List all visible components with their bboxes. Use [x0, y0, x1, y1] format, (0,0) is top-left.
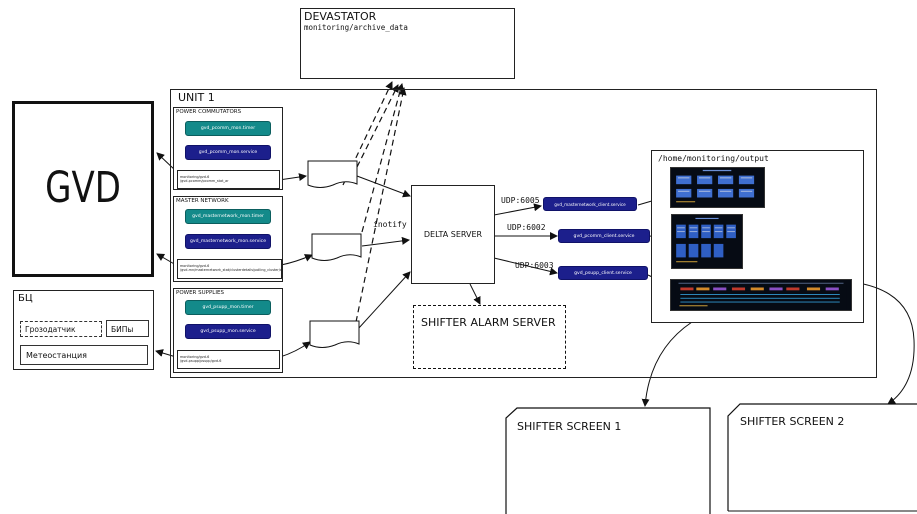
archive-arrow-2 [342, 81, 393, 186]
doc3-to-delta [357, 271, 411, 330]
ps-file-line-1: monitoring/gvd-6 [180, 355, 210, 359]
meteostation-label: Метеостанция [26, 351, 87, 360]
mn-service-unit[interactable]: gvd_masternetwork_mon.service [185, 234, 271, 249]
inotify-label: inotify [373, 220, 407, 229]
power-commutators-title: POWER COMMUTATORS [176, 109, 242, 115]
output-to-screen1 [641, 321, 693, 407]
delta-server-label: DELTA SERVER [423, 230, 483, 239]
devastator-box: DEVASTATOR monitoring/archive_data [300, 8, 515, 79]
doc-icon-mn [311, 233, 362, 261]
power-supplies-title: POWER SUPPLIES [176, 290, 224, 296]
doc-icon-ps [309, 320, 360, 348]
udp-port-6003: UDP:6003 [515, 261, 554, 270]
udp-port-6002: UDP:6002 [507, 223, 546, 232]
arrow-to-gvd-2 [156, 253, 177, 266]
output-path: /home/monitoring/output [658, 154, 769, 163]
bc-box: БЦ Грозодатчик БИПы Метеостанция [13, 290, 154, 370]
meteostation-box: Метеостанция [20, 345, 148, 365]
mn-file-line-1: monitoring/gvd-6 [180, 264, 210, 268]
ps-file-line-2: /gvd-psupp/psupp/gvd-6 [180, 359, 222, 364]
udp-port-6005: UDP:6005 [501, 196, 540, 205]
output-screenshot-masternetwork [670, 167, 765, 208]
delta-to-psupp-client [493, 257, 558, 276]
output-to-screen2 [851, 281, 915, 405]
shifter-alarm-server-box: SHIFTER ALARM SERVER [413, 305, 566, 369]
unit-box: UNIT 1 [170, 89, 877, 378]
shifter-alarm-server-label: SHIFTER ALARM SERVER [421, 316, 556, 329]
mn-timer-unit[interactable]: gvd_masternetwork_mon.timer [185, 209, 271, 224]
ps-file-strip: monitoring/gvd-6 /gvd-psupp/psupp/gvd-6 [177, 350, 280, 369]
bipy-label: БИПы [111, 325, 134, 334]
ps-timer-unit[interactable]: gvd_psupp_mon.timer [185, 300, 271, 315]
grozodatchik-box: Грозодатчик [20, 321, 102, 337]
mn-file-line-2: /gvd-mn/masternetwork_stat/clusterdetail… [180, 268, 281, 273]
master-network-panel: MASTER NETWORK gvd_masternetwork_mon.tim… [173, 196, 283, 282]
archive-arrow-1 [356, 84, 399, 168]
devastator-title: DEVASTATOR [304, 10, 377, 23]
psupp-client-service[interactable]: gvd_psupp_client.service [558, 266, 648, 280]
gvd-label: GVD [45, 163, 121, 213]
master-network-title: MASTER NETWORK [176, 198, 229, 204]
pcomm-client-service[interactable]: gvd_pcomm_client.service [558, 229, 650, 243]
shifter-screen-1-label: SHIFTER SCREEN 1 [517, 420, 622, 433]
pcomm-file-line-1: monitoring/gvd-6 [180, 175, 210, 179]
mn-client-service[interactable]: gvd_masternetwork_client.service [543, 197, 637, 211]
power-commutators-panel: POWER COMMUTATORS gvd_pcomm_mon.timer gv… [173, 107, 283, 190]
output-screenshot-psupp [670, 279, 852, 311]
output-screenshot-pcomm [671, 214, 743, 269]
grozodatchik-label: Грозодатчик [25, 325, 76, 334]
ps-service-unit[interactable]: gvd_psupp_mon.service [185, 324, 271, 339]
power-supplies-panel: POWER SUPPLIES gvd_psupp_mon.timer gvd_p… [173, 288, 283, 373]
pcomm-timer-unit[interactable]: gvd_pcomm_mon.timer [185, 121, 271, 136]
shifter-screen-2-frame [727, 403, 917, 512]
doc-icon-pcomm [307, 160, 358, 188]
unit-title: UNIT 1 [178, 91, 215, 104]
delta-to-mn-client [493, 203, 542, 216]
mn-file-strip: monitoring/gvd-6 /gvd-mn/masternetwork_s… [177, 259, 282, 279]
shifter-screen-1-frame [505, 407, 711, 514]
devastator-path: monitoring/archive_data [304, 23, 408, 32]
arrow-to-gvd-1 [156, 152, 177, 172]
pcomm-file-strip: monitoring/gvd-6 /gvd-pcomm/pcomm_stat_a… [177, 170, 280, 189]
delta-to-alarm [469, 283, 481, 305]
bc-title: БЦ [18, 293, 33, 304]
bipy-box: БИПы [106, 320, 149, 337]
mn-to-doc [280, 254, 313, 266]
doc1-to-delta [356, 175, 411, 198]
pc-to-doc [278, 173, 307, 181]
shifter-screen-2-label: SHIFTER SCREEN 2 [740, 415, 845, 428]
delta-server-box: DELTA SERVER [411, 185, 495, 284]
archive-arrow-3 [361, 83, 405, 233]
pcomm-file-line-2: /gvd-pcomm/pcomm_stat_ar [180, 179, 229, 184]
pcomm-service-unit[interactable]: gvd_pcomm_mon.service [185, 145, 271, 160]
arrow-to-bc [155, 349, 177, 358]
doc2-to-delta [361, 236, 410, 247]
gvd-box: GVD [12, 101, 154, 277]
